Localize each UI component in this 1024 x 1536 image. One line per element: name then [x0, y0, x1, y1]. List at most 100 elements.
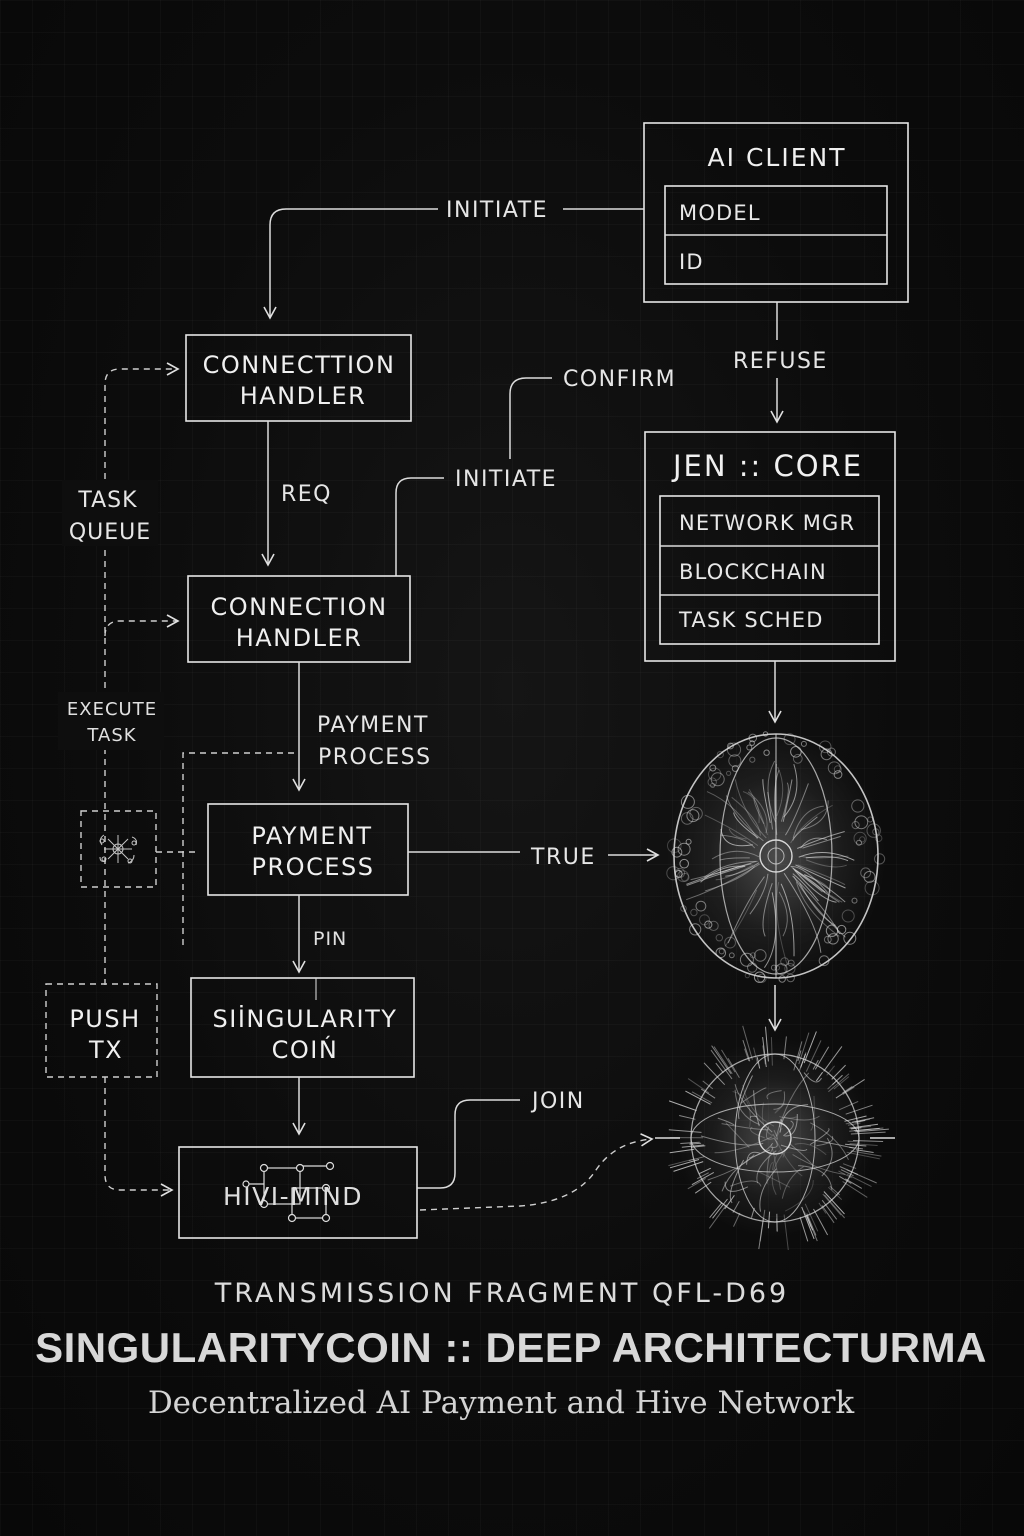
- task-queue-line-2: QUEUE: [69, 520, 151, 545]
- footer-title: SINGULARITYCOIN :: DEEP ARCHITECTURMA: [35, 1324, 987, 1371]
- sphere-spike: [713, 1046, 733, 1075]
- sphere-spike: [828, 1186, 843, 1200]
- brain-fold: [715, 934, 723, 942]
- sphere-web: [757, 1171, 791, 1188]
- brain-tendril: [792, 868, 826, 893]
- node-ai-client[interactable]: AI CLIENT MODEL ID: [643, 122, 909, 303]
- brain-tendril: [797, 864, 846, 886]
- node-push-tx[interactable]: PUSH TX: [45, 983, 158, 1078]
- task-queue-line-1: TASK: [77, 488, 137, 513]
- brain-fold: [843, 931, 857, 945]
- brain-fold: [851, 799, 865, 813]
- brain-tendril: [783, 763, 798, 818]
- sphere-spike: [680, 1141, 700, 1144]
- brain-fold: [754, 949, 767, 962]
- brain-fold: [863, 870, 876, 883]
- node-singularity-coin[interactable]: SIİNGULARITY COIŃ: [190, 977, 415, 1078]
- brain-fold: [695, 900, 707, 912]
- sphere-spike: [708, 1204, 728, 1229]
- sphere-spike: [842, 1085, 853, 1094]
- edge-label-req: REQ: [281, 482, 332, 507]
- brain-fold: [827, 761, 841, 775]
- sphere-web: [809, 1127, 830, 1146]
- sphere-spike: [700, 1088, 716, 1099]
- sphere-spike: [803, 1031, 817, 1064]
- sphere-spike: [855, 1128, 889, 1133]
- brain-tendril: [776, 881, 788, 964]
- brain-tendril: [792, 873, 819, 902]
- node-connection-handler-2[interactable]: CONNECTION HANDLER: [187, 575, 411, 663]
- sphere-spike: [688, 1156, 705, 1162]
- sphere-spike: [849, 1123, 879, 1129]
- sphere-spike: [721, 1049, 736, 1073]
- brain-tendril: [767, 792, 773, 830]
- brain-fold: [704, 920, 713, 929]
- brain-tendril: [706, 791, 758, 839]
- brain-fold: [726, 770, 732, 776]
- brain-tendril: [780, 782, 789, 822]
- brain-fold: [833, 765, 842, 774]
- sphere-web: [734, 1089, 760, 1126]
- brain-tendril: [792, 805, 824, 839]
- edge-confirm: CONFIRM: [509, 367, 675, 459]
- node-connection-handler-1[interactable]: CONNECTTION HANDLER: [185, 334, 412, 422]
- brain-fold: [841, 909, 855, 923]
- brain-tendril: [733, 812, 759, 839]
- sphere-spike: [797, 1050, 802, 1062]
- brain-tendril: [782, 779, 793, 822]
- brain-tendril: [728, 828, 747, 840]
- sphere-spike: [756, 1057, 761, 1069]
- sphere-spike: [694, 1181, 712, 1194]
- brain-fold: [784, 963, 796, 975]
- sphere-spike: [840, 1169, 854, 1177]
- task-organism-icon[interactable]: [80, 810, 157, 888]
- edge-refuse: REFUSE: [733, 302, 828, 424]
- sphere-spike: [770, 1037, 773, 1066]
- sphere-spike: [776, 1213, 778, 1232]
- edge-label-refuse: REFUSE: [733, 349, 828, 374]
- sphere-web: [781, 1166, 804, 1199]
- brain-fold: [787, 959, 795, 967]
- node-jen-core[interactable]: JEN :: CORE NETWORK MGR BLOCKCHAIN TASK …: [644, 431, 896, 662]
- brain-tendril: [767, 760, 776, 823]
- brain-tendril: [734, 779, 767, 839]
- brain-tendril: [721, 865, 746, 874]
- sphere-web: [792, 1136, 855, 1149]
- brain-fold: [677, 842, 691, 856]
- brain-fold: [689, 923, 702, 936]
- sphere-spike: [846, 1173, 872, 1188]
- sphere-spike: [813, 1208, 829, 1236]
- brain-tendril: [749, 873, 769, 915]
- sphere-web: [725, 1122, 750, 1148]
- brain-tendril: [690, 861, 756, 881]
- brain-tendril: [742, 791, 760, 824]
- sphere-spike: [668, 1100, 697, 1112]
- sphere-web: [742, 1084, 775, 1127]
- jen-core-row-network-mgr: NETWORK MGR: [679, 511, 855, 535]
- sphere-spike: [800, 1053, 806, 1068]
- brain-fold: [709, 764, 717, 772]
- brain-fold: [708, 920, 719, 932]
- node-payment-process[interactable]: PAYMENT PROCESS: [207, 803, 409, 896]
- brain-fold: [851, 821, 860, 830]
- brain-tendril: [792, 816, 818, 841]
- sphere-spike: [815, 1071, 824, 1082]
- sphere-spike: [823, 1046, 843, 1072]
- brain-fold: [774, 965, 780, 971]
- brain-tendril: [720, 828, 753, 847]
- node-hive-mind[interactable]: HIVI-MIND: [178, 1146, 418, 1239]
- edge-label-initiate-mid: INITIATE: [455, 467, 557, 492]
- sphere-web: [798, 1165, 833, 1190]
- brain-fold: [690, 908, 698, 917]
- brain-fold: [859, 836, 866, 843]
- sphere-spike: [668, 1129, 702, 1133]
- brain-fold: [874, 834, 883, 843]
- brain-fold: [818, 740, 832, 754]
- brain-tendril: [686, 863, 760, 901]
- sphere-web: [775, 1140, 803, 1177]
- sphere-spike: [851, 1117, 875, 1123]
- sphere-spike: [696, 1172, 709, 1180]
- sphere-spike: [818, 1202, 827, 1214]
- brain-fold: [680, 872, 690, 882]
- brain-tendril: [795, 864, 846, 889]
